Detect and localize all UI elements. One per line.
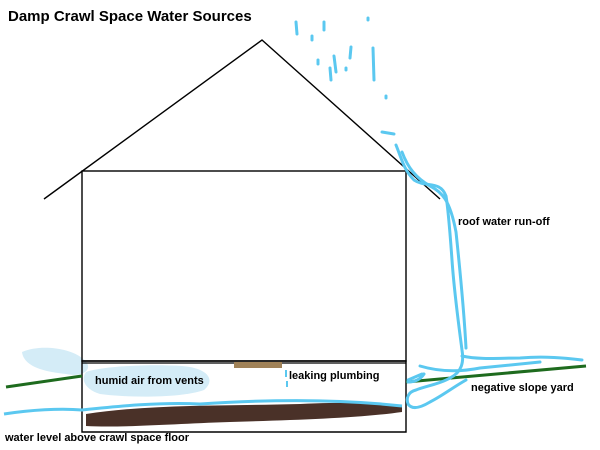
leaking-pipe <box>234 362 282 368</box>
crawl-space <box>81 360 407 433</box>
ground-line-right <box>405 364 587 384</box>
ground-line-left <box>5 374 83 389</box>
label-negative-slope: negative slope yard <box>471 382 574 394</box>
humid-air-cloud <box>22 347 210 397</box>
label-roof-runoff: roof water run-off <box>458 216 550 228</box>
house-roof <box>43 39 441 200</box>
water-level-line <box>3 399 403 416</box>
crawl-space-mud <box>86 402 402 427</box>
pipe-drips <box>285 370 288 387</box>
rain-drops <box>294 16 396 136</box>
house-walls <box>81 170 407 362</box>
label-water-level: water level above crawl space floor <box>5 432 190 444</box>
roof-runoff-stream <box>394 143 584 410</box>
label-leaking-plumbing: leaking plumbing <box>289 370 380 382</box>
diagram-title: Damp Crawl Space Water Sources <box>8 8 252 25</box>
label-humid-air: humid air from vents <box>95 375 204 387</box>
